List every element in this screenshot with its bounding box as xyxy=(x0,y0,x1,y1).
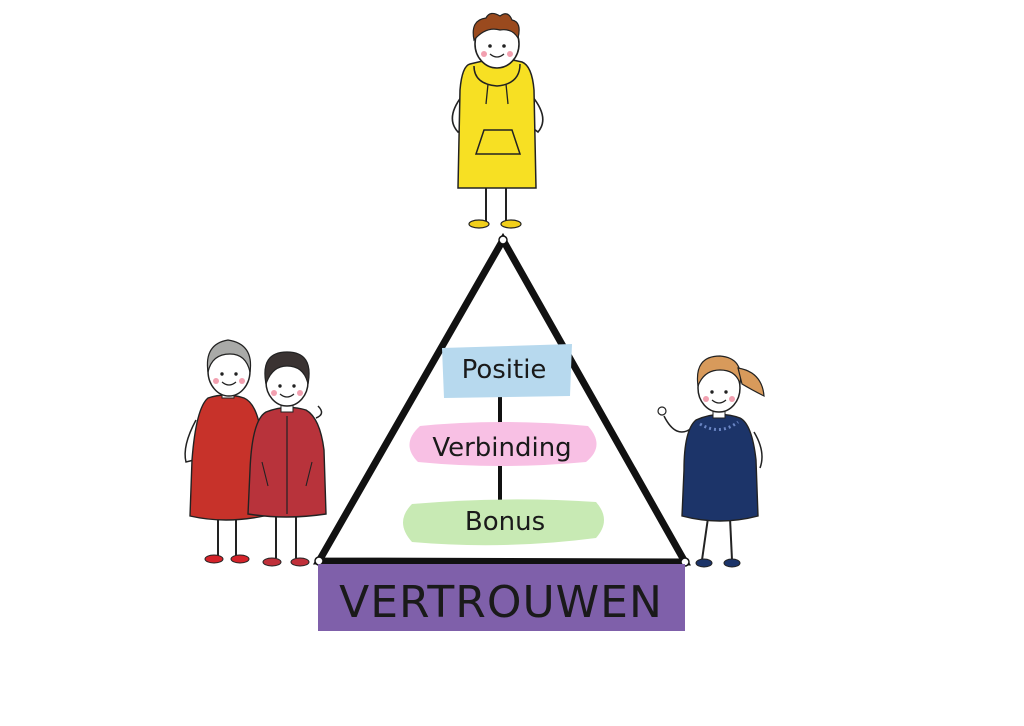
parent-man-figure xyxy=(184,339,265,564)
positie-highlight xyxy=(442,344,572,398)
banner-background xyxy=(318,564,685,631)
positie-label: Positie xyxy=(462,355,547,385)
bonus-highlight xyxy=(403,499,604,546)
level-positie: Positie xyxy=(442,344,572,398)
verbinding-label: Verbinding xyxy=(432,433,571,463)
vertrouwen-label: VERTROUWEN xyxy=(339,577,663,628)
level-verbinding: Verbinding xyxy=(409,422,597,466)
woman-figure xyxy=(657,355,765,568)
vertrouwen-banner: VERTROUWEN xyxy=(318,564,685,631)
left-node xyxy=(314,556,324,566)
parent-woman-figure xyxy=(247,351,327,567)
verbinding-highlight xyxy=(409,422,597,466)
apex-node xyxy=(498,235,508,245)
level-bonus: Bonus xyxy=(403,499,604,546)
bonus-label: Bonus xyxy=(465,507,545,537)
youth-figure xyxy=(451,12,544,229)
